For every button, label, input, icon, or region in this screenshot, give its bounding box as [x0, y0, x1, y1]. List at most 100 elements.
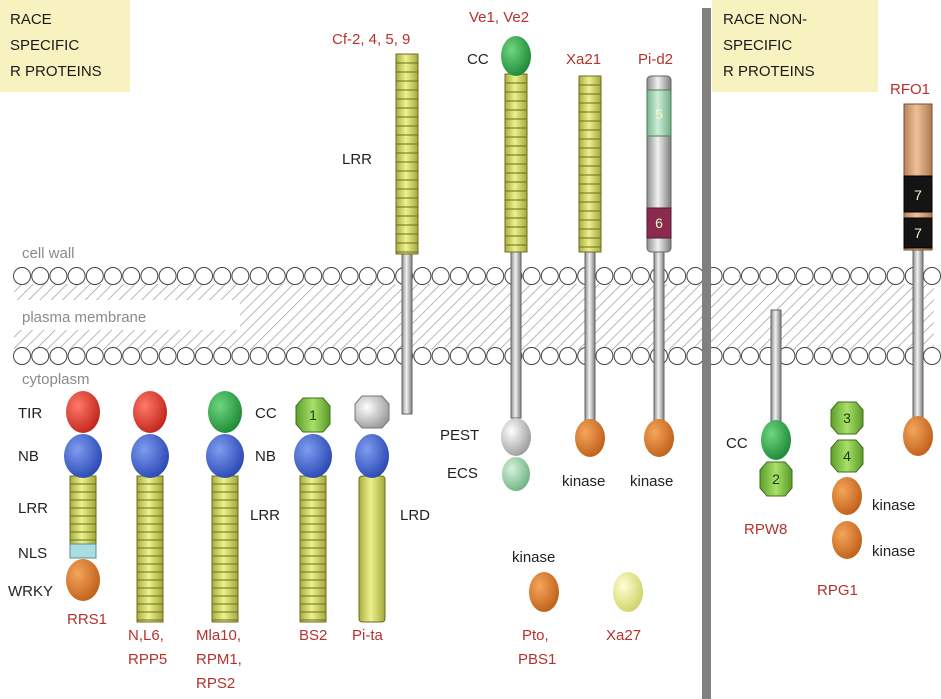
rfo1-domain-7a	[903, 175, 933, 213]
protein-rpg1: RPG1	[817, 582, 858, 599]
lipid-bead	[377, 347, 395, 365]
lrr-label: LRR	[18, 500, 48, 517]
left-title-line-2: SPECIFIC	[10, 37, 79, 54]
tir-label: TIR	[18, 405, 42, 422]
pi-d2-domain-6	[646, 207, 672, 239]
lipid-bead	[449, 347, 468, 365]
kinase-label-pid2: kinase	[630, 473, 673, 490]
lipid-bead	[868, 347, 887, 365]
rpw8-transmembrane-stem	[770, 309, 782, 431]
pest-label: PEST	[440, 427, 479, 444]
right-title-box: RACE NON- SPECIFIC R PROTEINS	[712, 0, 878, 92]
lipid-bead	[722, 267, 741, 285]
pi-d2-domain-6-number: 6	[655, 215, 663, 231]
lipid-bead	[413, 267, 432, 285]
lipid-bead	[468, 347, 486, 365]
pi-d2-transmembrane-stem	[653, 249, 665, 423]
pi-ta-cc-domain	[354, 395, 390, 429]
lipid-bead	[286, 267, 304, 285]
rpw8-protein: 2	[759, 309, 793, 497]
lipid-bead	[468, 267, 486, 285]
n-l6-protein	[131, 391, 169, 623]
rpw8-cc-domain	[761, 420, 791, 460]
lipid-bead	[795, 267, 814, 285]
lipid-bead	[522, 347, 541, 365]
pi-d2-kinase-domain	[644, 419, 674, 457]
lipid-bead	[213, 267, 232, 285]
bs2-lrr-domain	[299, 475, 327, 623]
nls-label: NLS	[18, 545, 47, 562]
lipid-beads-top	[13, 267, 941, 285]
lipid-bead	[31, 267, 50, 285]
cf-lrr-domain	[395, 53, 419, 255]
rfo1-protein: 7 7	[903, 103, 933, 456]
lipid-bead	[358, 347, 377, 365]
lipid-bead	[540, 267, 559, 285]
lipid-bead	[13, 347, 31, 365]
rfo1-domain-7b	[903, 217, 933, 249]
rpg1-domain-3	[830, 401, 864, 435]
right-title-line-1: RACE NON-	[723, 11, 807, 28]
lipid-bead	[377, 267, 395, 285]
lipid-bead	[595, 267, 614, 285]
lipid-bead	[286, 347, 304, 365]
protein-ve: Ve1, Ve2	[469, 9, 529, 26]
lipid-bead	[249, 347, 268, 365]
lipid-bead	[195, 347, 213, 365]
ve-pest-domain	[501, 418, 531, 456]
cytoplasm-label: cytoplasm	[22, 371, 90, 388]
left-title-line-3: R PROTEINS	[10, 63, 102, 80]
rrs1-lrr-domain	[69, 475, 97, 545]
pi-ta-lrd-domain	[358, 475, 386, 623]
lipid-bead	[213, 347, 232, 365]
ve-protein	[501, 36, 531, 491]
protein-pi-ta: Pi-ta	[352, 627, 384, 644]
pi-ta-protein	[354, 395, 390, 623]
lrd-label: LRD	[400, 507, 430, 524]
lipid-bead	[31, 347, 50, 365]
protein-mla10-line-2: RPM1,	[196, 651, 242, 668]
lipid-bead	[868, 267, 887, 285]
kinase-label-xa21: kinase	[562, 473, 605, 490]
lipid-bead	[759, 267, 778, 285]
protein-rrs1: RRS1	[67, 611, 107, 628]
lipid-bead	[122, 347, 141, 365]
rpg1-domain-3-number: 3	[843, 410, 851, 426]
left-title-line-1: RACE	[10, 11, 52, 28]
lipid-bead	[413, 347, 432, 365]
mla10-lrr-domain	[211, 475, 239, 623]
lipid-bead	[540, 347, 559, 365]
rrs1-tir-domain	[66, 391, 100, 433]
lipid-bead	[668, 267, 687, 285]
kinase-label-rpg1-a: kinase	[872, 497, 915, 514]
ve-transmembrane-stem	[510, 249, 522, 419]
protein-cf: Cf-2, 4, 5, 9	[332, 31, 410, 48]
lipid-bead	[140, 267, 159, 285]
n-l6-nb-domain	[131, 434, 169, 478]
rfo1-transmembrane-stem	[912, 247, 924, 419]
lipid-bead	[231, 347, 250, 365]
lipid-bead	[722, 347, 741, 365]
lipid-bead	[322, 267, 341, 285]
lipid-bead	[176, 347, 195, 365]
xa21-lrr-domain	[578, 75, 602, 253]
lipid-bead	[49, 267, 68, 285]
rrs1-wrky-domain	[66, 559, 100, 601]
xa21-kinase-domain	[575, 419, 605, 457]
lipid-bead	[85, 267, 104, 285]
lipid-bead	[267, 347, 286, 365]
pi-ta-nb-domain	[355, 434, 389, 478]
lipid-bead	[923, 267, 941, 285]
protein-bs2: BS2	[299, 627, 327, 644]
kinase-label-rpg1-b: kinase	[872, 543, 915, 560]
cc-label-bs2: CC	[255, 405, 277, 422]
wrky-label: WRKY	[8, 583, 53, 600]
lipid-bead	[304, 347, 323, 365]
cf-protein	[395, 53, 419, 415]
lipid-bead	[449, 267, 468, 285]
lipid-bead	[231, 267, 250, 285]
lrr-label-cf: LRR	[342, 151, 372, 168]
rfo1-domain-7b-number: 7	[914, 225, 922, 241]
membrane	[13, 267, 941, 365]
ecs-label: ECS	[447, 465, 478, 482]
